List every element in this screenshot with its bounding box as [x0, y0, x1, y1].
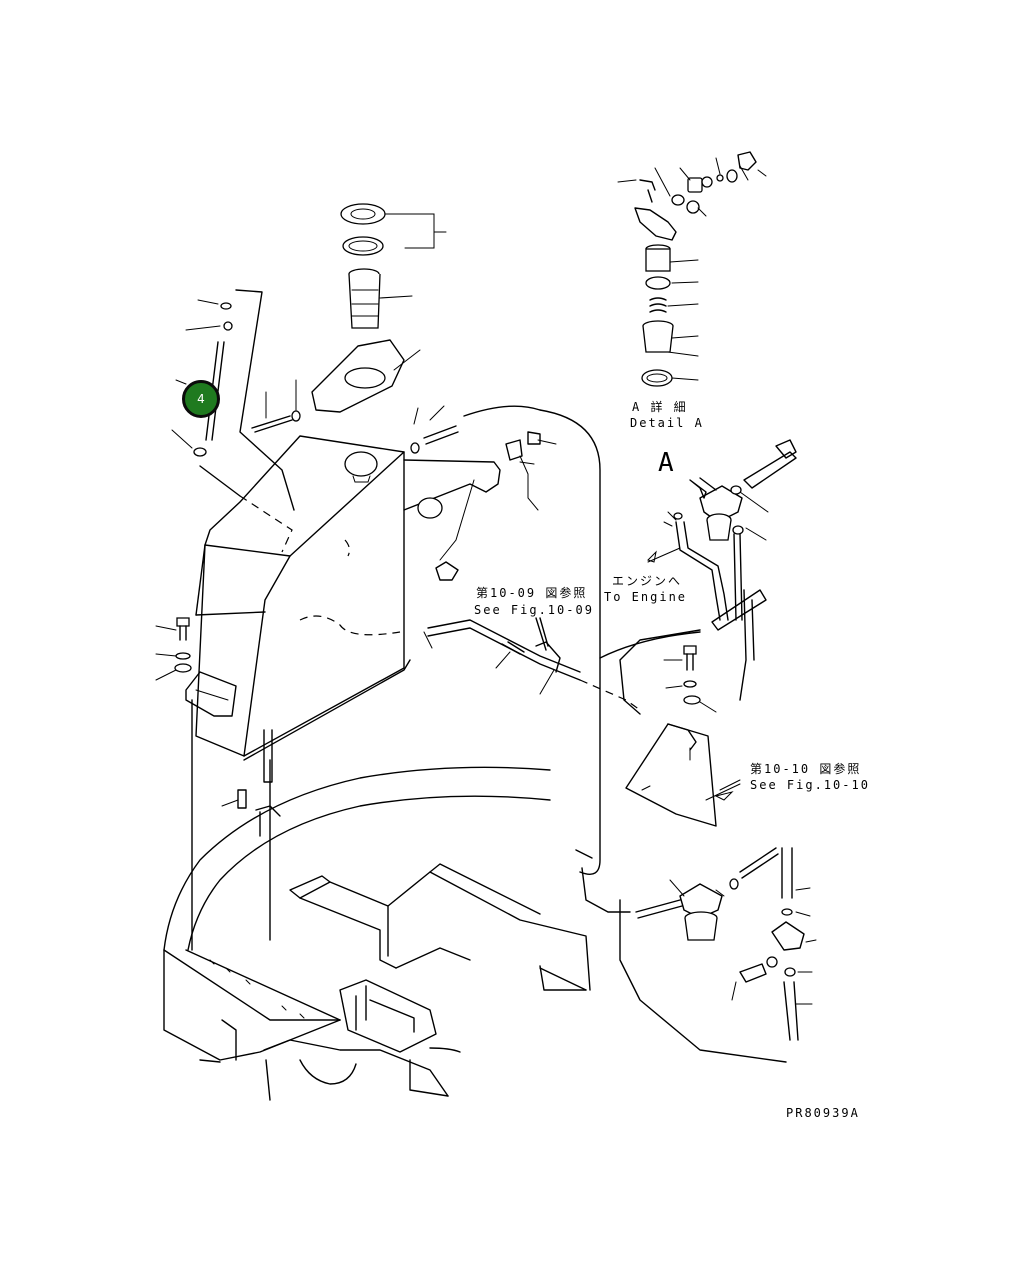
drawing-number: PR80939A — [786, 1106, 860, 1120]
detail-a-label-en: Detail A — [630, 416, 704, 430]
callout-4[interactable]: 4 — [182, 380, 220, 418]
fuel-hoses — [403, 405, 641, 711]
callout-4-number: 4 — [197, 392, 205, 406]
detail-a-assembly — [617, 151, 767, 387]
fuel-filter-assembly — [619, 439, 797, 827]
filler-cap-assembly — [311, 203, 447, 483]
see-fig-1009-jp: 第10-09 図参照 — [476, 586, 588, 600]
detail-a-label-jp: A 詳 細 — [632, 400, 688, 414]
see-fig-1010-jp: 第10-10 図参照 — [750, 762, 862, 776]
to-engine-label-jp: エンジンへ — [612, 574, 683, 588]
fuel-tank-body — [155, 435, 411, 809]
view-a-letter: A — [658, 448, 674, 478]
to-engine-label-en: To Engine — [604, 590, 688, 604]
lower-filter-assembly — [581, 847, 817, 1063]
see-fig-1010-en: See Fig.10-10 — [750, 778, 870, 792]
see-fig-1009-en: See Fig.10-09 — [474, 603, 594, 617]
breather-pipe — [171, 289, 301, 553]
revolving-frame — [163, 405, 701, 1101]
